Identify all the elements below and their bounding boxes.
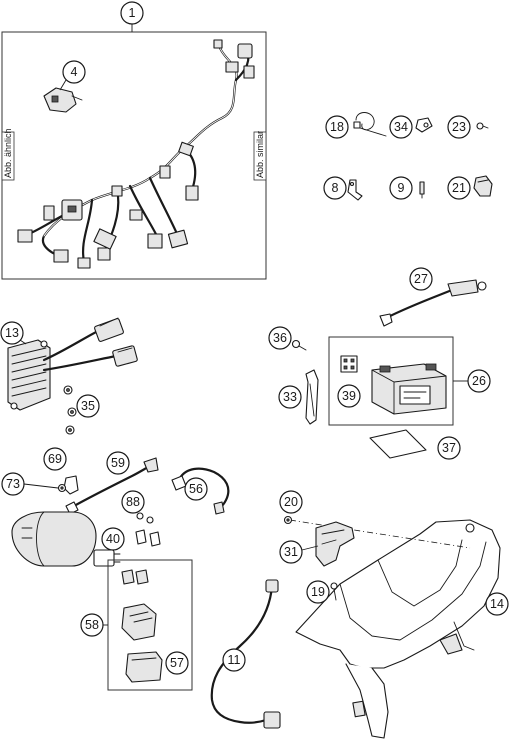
callout-21-label: 21 xyxy=(452,181,466,195)
cap-drawing xyxy=(473,175,493,197)
callout-31-label: 31 xyxy=(284,545,298,559)
nut-drawing-19 xyxy=(330,582,338,601)
callout-35-label: 35 xyxy=(81,399,95,413)
callout-19-label: 19 xyxy=(311,585,325,599)
callout-69: 69 xyxy=(43,447,67,471)
callout-14-label: 14 xyxy=(490,597,504,611)
clip-drawing xyxy=(415,117,433,133)
callout-23-label: 23 xyxy=(452,120,466,134)
screw-drawing-23 xyxy=(476,122,489,130)
caps-drawing-40 xyxy=(135,529,161,547)
callout-26: 26 xyxy=(467,369,491,393)
starter-cap-drawing xyxy=(63,475,79,495)
callout-34-label: 34 xyxy=(394,120,408,134)
callout-36-label: 36 xyxy=(273,331,287,345)
callout-88: 88 xyxy=(121,490,145,514)
relay-bracket-drawing xyxy=(43,87,83,113)
callout-40-label: 40 xyxy=(106,532,120,546)
callout-27: 27 xyxy=(409,267,433,291)
left-vertical-label: Abb. ähnlich xyxy=(3,128,13,178)
callout-1-label: 1 xyxy=(129,6,136,20)
battery-holder-drawing xyxy=(289,519,501,739)
callout-27-label: 27 xyxy=(414,272,428,286)
callout-1: 1 xyxy=(120,1,144,25)
callout-33-label: 33 xyxy=(283,390,297,404)
battery-drawing xyxy=(371,363,447,415)
callout-23: 23 xyxy=(447,115,471,139)
callout-35: 35 xyxy=(76,394,100,418)
callout-58-label: 58 xyxy=(85,618,99,632)
callout-37-label: 37 xyxy=(442,441,456,455)
callout-34: 34 xyxy=(389,115,413,139)
callout-26-label: 26 xyxy=(472,374,486,388)
starter-motor-drawing xyxy=(11,511,121,567)
callout-37: 37 xyxy=(437,436,461,460)
callout-9-label: 9 xyxy=(398,181,405,195)
callout-40: 40 xyxy=(101,527,125,551)
callout-14: 14 xyxy=(485,592,509,616)
callout-11-label: 11 xyxy=(228,653,241,667)
callout-69-label: 69 xyxy=(48,452,62,466)
callout-59-label: 59 xyxy=(111,456,125,470)
callout-20: 20 xyxy=(279,490,303,514)
callout-8: 8 xyxy=(323,176,347,200)
label-right-box: Abb. similar xyxy=(253,131,267,181)
callout-36: 36 xyxy=(268,326,292,350)
starter-cable-drawing xyxy=(65,457,159,515)
cable-tie-drawing xyxy=(353,112,387,137)
pad-drawing xyxy=(369,429,427,459)
screw-drawing-20 xyxy=(283,515,293,525)
callout-58: 58 xyxy=(80,613,104,637)
callout-13-label: 13 xyxy=(5,326,19,340)
callout-88-label: 88 xyxy=(126,495,140,509)
callout-39: 39 xyxy=(337,384,361,408)
cable-drawing-11 xyxy=(210,579,281,729)
callout-56: 56 xyxy=(184,477,208,501)
bracket-drawing-31 xyxy=(315,521,355,567)
screw-drawing-36 xyxy=(291,339,307,351)
callout-59: 59 xyxy=(106,451,130,475)
nuts-drawing-88 xyxy=(136,512,154,524)
callout-39-label: 39 xyxy=(342,389,356,403)
callout-8-label: 8 xyxy=(332,181,339,195)
regulator-drawing xyxy=(7,317,138,411)
washer-drawing-73 xyxy=(57,483,67,493)
label-left-box: Abb. ähnlich xyxy=(1,128,15,181)
relay-parts-drawing xyxy=(121,569,163,683)
battery-label-drawing xyxy=(340,355,358,373)
callout-21: 21 xyxy=(447,176,471,200)
callout-13: 13 xyxy=(0,321,24,345)
callout-4-label: 4 xyxy=(71,65,78,79)
callout-73: 73 xyxy=(1,472,25,496)
callout-57: 57 xyxy=(165,651,189,675)
bracket-drawing-8 xyxy=(347,179,363,201)
callout-11: 11 xyxy=(222,648,246,672)
screws-drawing-35 xyxy=(63,385,77,435)
callout-33: 33 xyxy=(278,385,302,409)
fuse-drawing xyxy=(419,181,425,199)
battery-cable-drawing xyxy=(379,279,487,327)
right-vertical-label: Abb. similar xyxy=(255,131,265,178)
callout-57-label: 57 xyxy=(170,656,184,670)
callout-18-label: 18 xyxy=(330,120,344,134)
callout-18: 18 xyxy=(325,115,349,139)
callout-9: 9 xyxy=(389,176,413,200)
callout-20-label: 20 xyxy=(284,495,298,509)
callout-56-label: 56 xyxy=(189,482,203,496)
callout-73-label: 73 xyxy=(6,477,20,491)
battery-strap-drawing xyxy=(305,369,319,425)
callout-19: 19 xyxy=(306,580,330,604)
wiring-harness-drawing xyxy=(17,39,255,269)
callout-4: 4 xyxy=(62,60,86,84)
callout-31: 31 xyxy=(279,540,303,564)
